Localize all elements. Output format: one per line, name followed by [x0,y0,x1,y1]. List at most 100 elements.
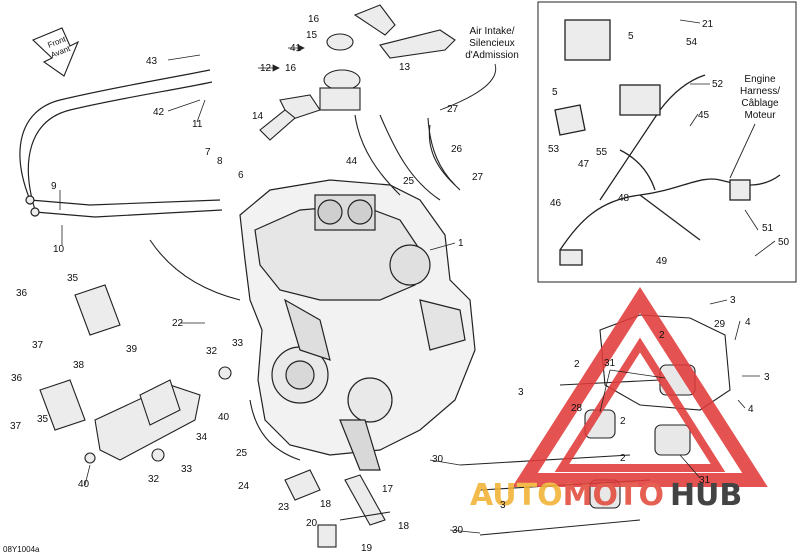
lower-components [149,117,456,548]
callout-3: 3 [518,387,524,398]
callout-8: 8 [217,156,223,167]
callout-3: 3 [730,295,736,306]
callout-2: 2 [620,416,626,427]
mount-plates-left [39,284,232,464]
callout-24: 24 [238,481,250,492]
callout-32: 32 [148,474,160,485]
callout-16: 16 [308,14,320,25]
callout-20: 20 [306,518,318,529]
callout-46: 46 [550,198,562,209]
air-intake-line-3: d'Admission [465,50,519,61]
callout-35: 35 [67,273,79,284]
callout-11: 11 [192,119,203,130]
callout-5: 5 [552,87,558,98]
callout-49: 49 [656,256,668,267]
callout-13: 13 [399,62,411,73]
callout-5: 5 [628,31,634,42]
engine-harness [554,19,781,266]
callout-55: 55 [596,147,608,158]
callout-35: 35 [37,414,49,425]
callout-18: 18 [320,499,332,510]
callout-12: 12 [260,63,272,74]
callout-48: 48 [618,193,630,204]
callout-9: 9 [51,181,57,192]
callout-1: 1 [458,238,464,249]
callout-37: 37 [10,421,22,432]
front-arrow-icon: Front Avant [32,27,80,77]
callout-42: 42 [153,107,165,118]
callout-3: 3 [500,500,506,511]
watermark-hub: HUB [670,478,742,513]
watermark-inner-triangle [554,337,726,472]
callout-26: 26 [451,144,463,155]
callout-40: 40 [218,412,230,423]
callout-15: 15 [306,30,318,41]
callout-29: 29 [714,319,726,330]
harness-line-4: Moteur [744,110,776,121]
callout-44: 44 [346,156,358,167]
callout-21: 21 [702,19,714,30]
callout-52: 52 [712,79,724,90]
callout-7: 7 [205,147,211,158]
diagram-code: 08Y1004a [3,545,40,554]
callout-51: 51 [762,223,774,234]
callout-33: 33 [181,464,193,475]
callout-34: 34 [196,432,208,443]
callout-14: 14 [252,111,264,122]
callout-53: 53 [548,144,560,155]
callout-18: 18 [398,521,410,532]
callout-40: 40 [78,479,90,490]
fuel-lines [19,69,223,218]
watermark-triangle [512,286,768,487]
air-intake-line-1: Air Intake/ [469,26,514,37]
callout-30: 30 [432,454,444,465]
callout-47: 47 [578,159,590,170]
callout-32: 32 [206,346,218,357]
throttle-assembly [259,4,456,141]
engine-harness-note: Engine Harness/ Câblage Moteur [729,74,780,179]
callout-22: 22 [172,318,184,329]
callout-10: 10 [53,244,65,255]
callout-2: 2 [659,330,665,341]
callout-17: 17 [382,484,394,495]
callout-28: 28 [571,403,583,414]
callout-25: 25 [403,176,415,187]
harness-inset-frame [537,1,797,283]
callout-50: 50 [778,237,790,248]
callout-27: 27 [472,172,484,183]
callout-labels: 1 2 2 2 2 3 3 3 3 4 4 5 5 6 7 8 9 10 11 … [10,14,790,554]
callout-16: 16 [285,63,297,74]
harness-line-1: Engine [744,74,776,85]
callout-27: 27 [447,104,459,115]
air-intake-line-2: Silencieux [469,38,515,49]
engine-block [239,179,476,471]
callout-33: 33 [232,338,244,349]
callout-36: 36 [16,288,28,299]
throttle-cables [354,114,461,201]
leader-lines [59,19,776,534]
callout-2: 2 [574,359,580,370]
callout-25: 25 [236,448,248,459]
watermark-auto: AUTO [470,478,563,513]
callout-6: 6 [238,170,244,181]
callout-41: 41 [290,43,302,54]
callout-31: 31 [699,475,711,486]
callout-23: 23 [278,502,290,513]
callout-19: 19 [361,543,373,554]
callout-36: 36 [11,373,23,384]
callout-2: 2 [620,453,626,464]
callout-38: 38 [73,360,85,371]
callout-43: 43 [146,56,158,67]
harness-line-2: Harness/ [740,86,780,97]
callout-45: 45 [698,110,710,121]
callout-37: 37 [32,340,44,351]
callout-4: 4 [745,317,751,328]
harness-line-3: Câblage [741,98,779,109]
callout-3: 3 [764,372,770,383]
callout-54: 54 [686,37,698,48]
watermark-moto: MOTO [563,478,664,513]
